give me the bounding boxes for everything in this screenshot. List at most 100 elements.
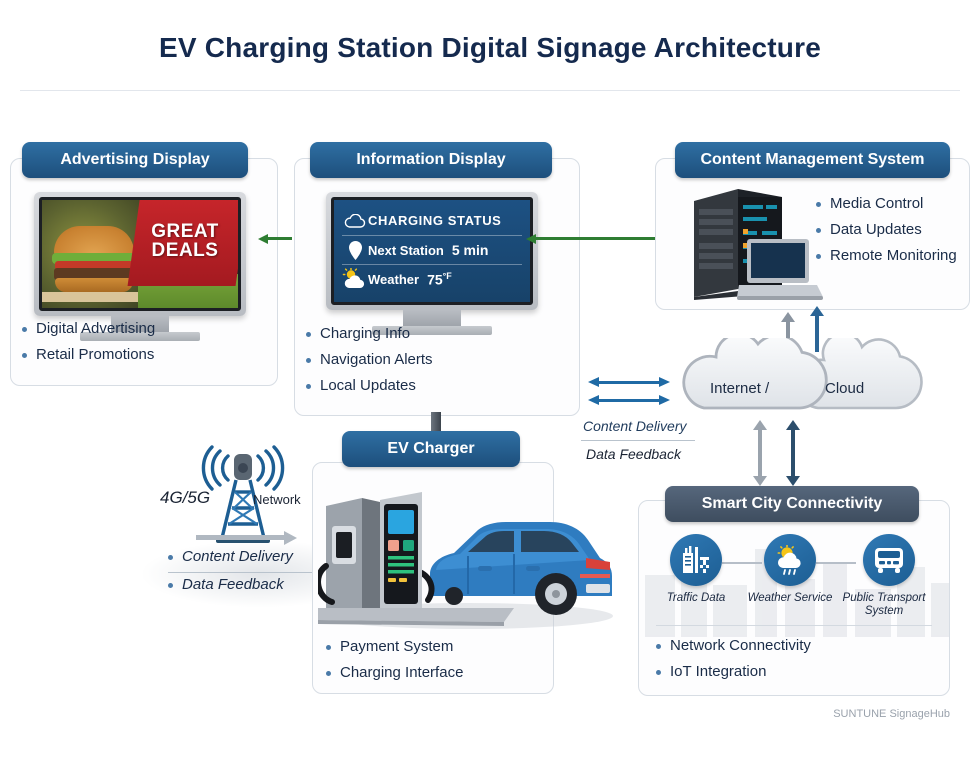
charger-kiosk-secondary [315, 498, 380, 612]
bullet-dot-icon [656, 644, 661, 649]
list-item-label: Data Feedback [182, 576, 284, 593]
arrow-cloud-smartcity-navy [786, 420, 800, 486]
list-item: Navigation Alerts [306, 351, 566, 369]
panel-title-information-display: Information Display [310, 142, 552, 178]
list-item: Content Delivery [168, 548, 368, 566]
monitor-frame: GREAT DEALS [34, 192, 246, 316]
bullet-dot-icon [306, 332, 311, 337]
arrow-tower-to-ev [196, 531, 297, 545]
smartcity-item-label: Traffic Data [666, 592, 726, 604]
cloud-icon [342, 213, 368, 228]
page-title: EV Charging Station Digital Signage Arch… [159, 32, 821, 63]
smartcity-item-public-transport[interactable]: Public Transport System [836, 534, 942, 618]
bullet-dot-icon [656, 670, 661, 675]
monitor-screen: CHARGING STATUS Next Station 5 min [331, 197, 533, 305]
cloud-label-internet: Internet / [710, 380, 770, 397]
smartcity-connector-2 [816, 562, 856, 564]
list-item: Data Feedback [168, 576, 368, 594]
list-item-label: Local Updates [320, 377, 416, 394]
smartcity-item-label: Public Transport System [842, 592, 926, 617]
bullet-dot-icon [168, 583, 173, 588]
list-item: Payment System [326, 638, 546, 656]
public-transport-icon [863, 534, 915, 586]
info-status-title: CHARGING STATUS [368, 213, 502, 228]
ad-board [42, 292, 146, 302]
list-item-label: Retail Promotions [36, 346, 155, 363]
cloud-label-cloud: Cloud [825, 380, 865, 397]
info-value: 5 min [451, 242, 489, 258]
cms-bullet-list: Media Control Data Updates Remote Monito… [816, 195, 966, 273]
monitor-base [80, 332, 200, 341]
location-pin-icon [342, 240, 368, 260]
bullet-dot-icon [22, 327, 27, 332]
panel-title-advertising-display: Advertising Display [22, 142, 248, 178]
monitor-neck [403, 310, 461, 326]
arrow-content-delivery [588, 377, 670, 388]
info-row-status: CHARGING STATUS [342, 206, 522, 235]
smartcity-item-label: Weather Service [747, 592, 833, 604]
burger-icon [52, 226, 136, 292]
arrow-cloud-to-cms-gray [781, 312, 795, 352]
panel-smart-city-connectivity[interactable] [638, 500, 950, 696]
bullet-dot-icon [816, 228, 821, 233]
list-item-label: Digital Advertising [36, 320, 156, 337]
info-label: Next Station [368, 242, 444, 258]
info-value-unit: °F [442, 270, 452, 281]
monitor-base [372, 326, 492, 335]
smartcity-item-traffic-data[interactable]: Traffic Data [648, 534, 744, 605]
bullet-dot-icon [326, 671, 331, 676]
list-item-label: Media Control [830, 195, 924, 212]
title-divider [20, 90, 960, 91]
list-item-label: IoT Integration [670, 663, 767, 680]
list-item-label: Navigation Alerts [320, 351, 433, 368]
tower-label-network: Network [253, 492, 301, 507]
list-item-label: Remote Monitoring [830, 247, 957, 264]
advertising-monitor: GREAT DEALS [34, 192, 246, 341]
ad-screen-content: GREAT DEALS [42, 200, 238, 308]
laptop-icon [737, 239, 823, 306]
traffic-data-icon [670, 534, 722, 586]
cloud-flow-divider [581, 440, 695, 441]
monitor-screen: GREAT DEALS [39, 197, 241, 311]
network-flow-divider [168, 572, 333, 573]
info-row-weather: Weather 75°F [342, 264, 522, 293]
list-item-label: Network Connectivity [670, 637, 811, 654]
connector-info-to-ev [431, 412, 441, 446]
weather-service-icon [764, 534, 816, 586]
list-item: Network Connectivity [656, 637, 936, 655]
ad-headline-line2: DEALS [151, 240, 219, 261]
panel-title-cms: Content Management System [675, 142, 950, 178]
arrow-info-to-advertising [258, 234, 292, 244]
charger-kiosk-primary [380, 492, 422, 610]
watermark: SUNTUNE SignageHub [833, 708, 950, 720]
label-data-feedback: Data Feedback [586, 446, 681, 462]
list-item: Local Updates [306, 377, 566, 395]
list-item: IoT Integration [656, 663, 936, 681]
smartcity-item-weather-service[interactable]: Weather Service [742, 534, 838, 605]
monitor-frame: CHARGING STATUS Next Station 5 min [326, 192, 538, 310]
ad-headline-line1: GREAT [151, 221, 219, 242]
ev-charging-illustration [315, 470, 618, 635]
arrow-cloud-smartcity-gray [753, 420, 767, 486]
list-item-label: Data Updates [830, 221, 922, 238]
list-item-label: Charging Info [320, 325, 411, 342]
bullet-dot-icon [326, 645, 331, 650]
bullet-dot-icon [168, 555, 173, 560]
cell-tower-icon [188, 438, 298, 553]
list-item-label: Charging Interface [340, 664, 464, 681]
bullet-dot-icon [306, 384, 311, 389]
label-content-delivery: Content Delivery [583, 418, 687, 434]
smartcity-connector-1 [722, 562, 762, 564]
monitor-neck [111, 316, 169, 332]
arrow-cloud-to-cms-navy [810, 306, 824, 352]
smartcity-divider [656, 625, 932, 626]
list-item: Media Control [816, 195, 966, 213]
list-item-label: Content Delivery [182, 548, 293, 565]
arrow-data-feedback [588, 395, 670, 406]
info-row-next-station: Next Station 5 min [342, 235, 522, 264]
bullet-dot-icon [306, 358, 311, 363]
ad-headline: GREAT DEALS [138, 222, 232, 260]
list-item: Data Updates [816, 221, 966, 239]
smart-city-bullet-list: Network Connectivity IoT Integration [656, 637, 936, 689]
